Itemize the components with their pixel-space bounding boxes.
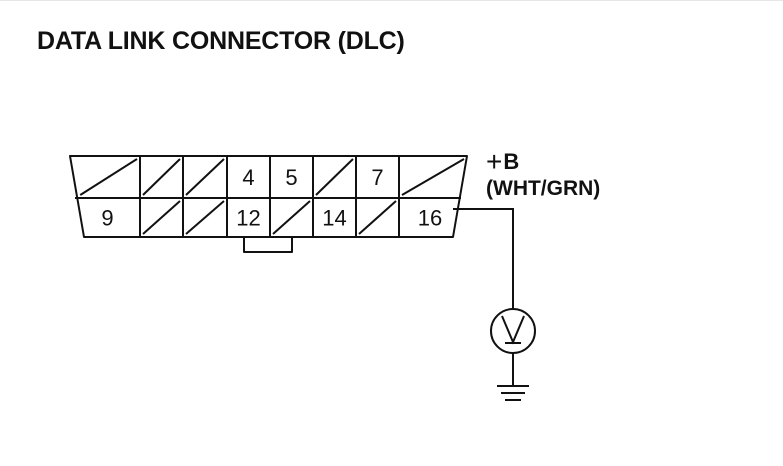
pin-number-4: 4	[242, 165, 254, 190]
connector-outline	[69, 155, 468, 238]
pin-grid	[79, 156, 465, 237]
empty-pin-slash	[185, 158, 225, 196]
empty-pin-slash	[272, 200, 311, 235]
wire-color-label: (WHT/GRN)	[486, 177, 601, 200]
voltmeter-v	[501, 315, 525, 345]
empty-pin-slash	[315, 158, 354, 196]
empty-pin-slash	[142, 200, 181, 235]
power-b-text: B	[503, 149, 520, 174]
connector-latch	[243, 237, 293, 253]
power-label: +B (WHT/GRN)	[486, 148, 601, 200]
empty-pin-slash	[358, 200, 397, 235]
pin-number-7: 7	[371, 165, 383, 190]
empty-pin-slash	[79, 158, 138, 196]
empty-pin-slash	[185, 200, 225, 235]
pin-number-14: 14	[322, 206, 346, 231]
empty-pin-slash	[142, 158, 181, 196]
top-border	[0, 0, 783, 6]
pin-number-12: 12	[236, 206, 260, 231]
pin-labels: 4 5 7 9 12 14 16	[101, 165, 442, 231]
pin-number-5: 5	[285, 165, 297, 190]
power-supply-label: +B	[486, 148, 600, 176]
pin-number-9: 9	[101, 206, 113, 231]
ground-icon	[497, 353, 529, 401]
connector-body	[69, 155, 468, 253]
diagram-title: DATA LINK CONNECTOR (DLC)	[37, 27, 405, 55]
plus-sign: +	[486, 146, 503, 177]
pin-number-16: 16	[418, 206, 442, 231]
voltmeter-circle	[490, 308, 536, 354]
voltmeter-icon	[490, 308, 536, 354]
empty-pin-slash	[401, 158, 465, 196]
measurement-wire	[453, 208, 514, 309]
